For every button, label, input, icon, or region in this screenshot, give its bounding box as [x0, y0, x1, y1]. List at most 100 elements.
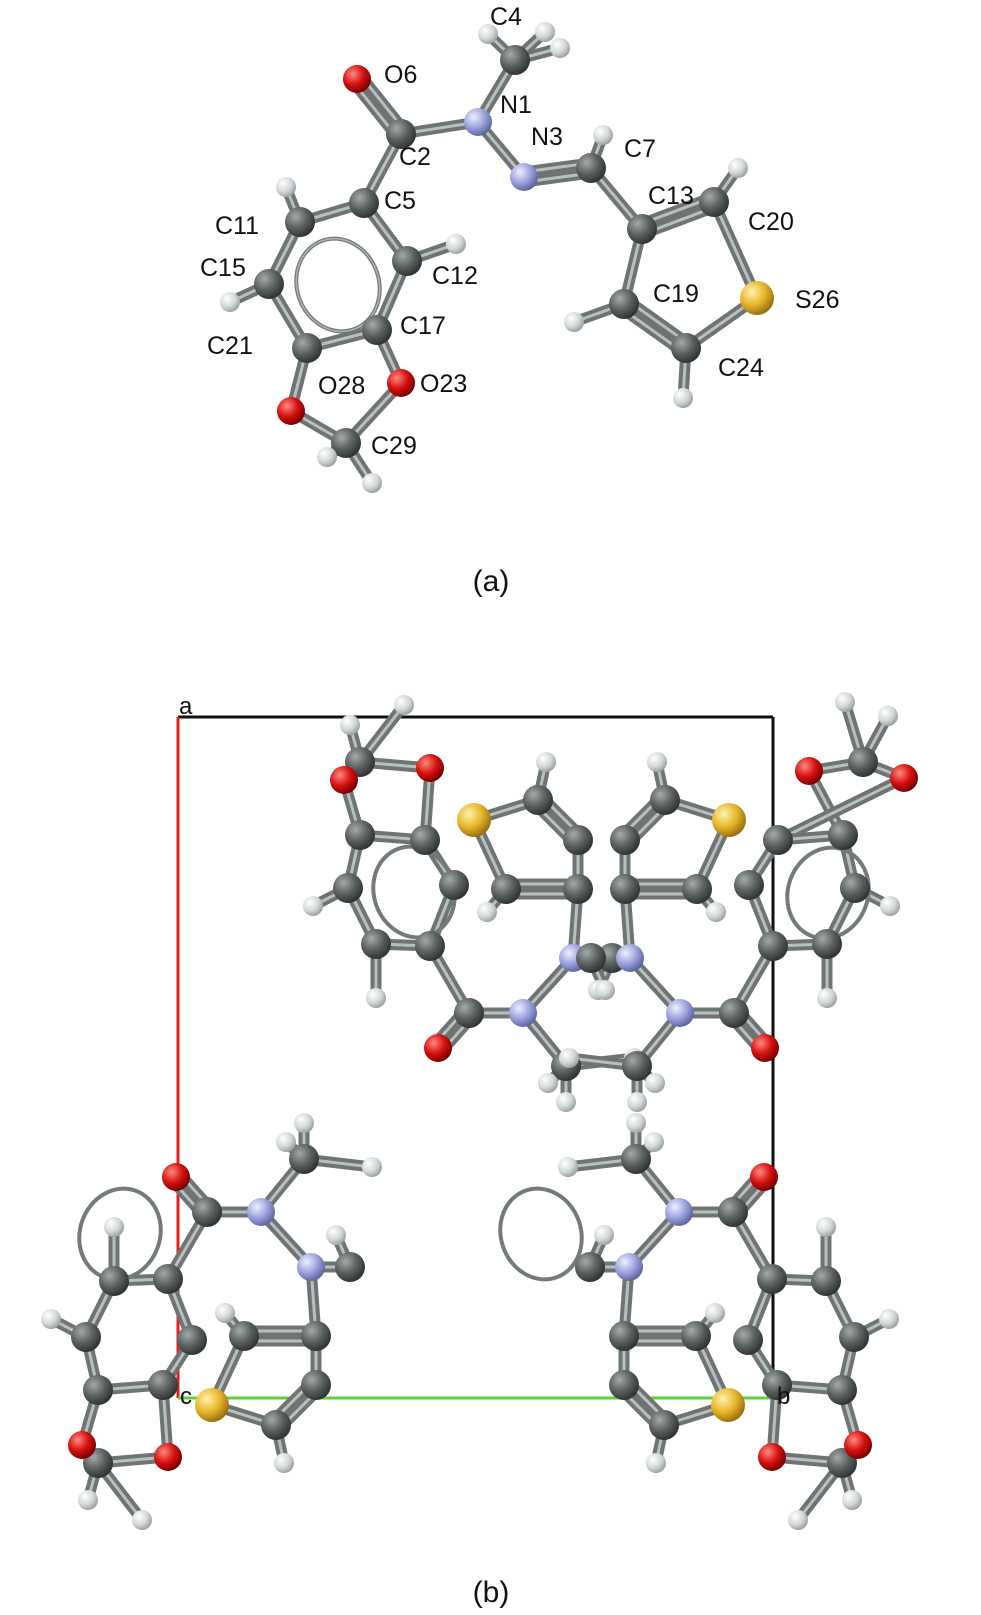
b-mol3-atom-c7 [153, 1264, 183, 1294]
atom-label-c24: C24 [718, 354, 764, 382]
b-mol3-atom-s1 [195, 1388, 229, 1422]
atom-label-c4: C4 [490, 3, 522, 31]
atom-label-o28: O28 [318, 372, 365, 400]
b-mol1-atom-c10 [491, 874, 521, 904]
b-mol2-atom-c2 [828, 820, 858, 850]
b-mol2-atom-c10 [682, 874, 712, 904]
b-mol4-atom-h6 [816, 1217, 836, 1237]
b-mol2-bond-O2-C3 [776, 776, 906, 842]
b-mol2-atom-c5 [734, 870, 764, 900]
a-atom-h29a [317, 447, 337, 467]
b-mol4-atom-h1a [842, 1490, 862, 1510]
b-mol2-atom-h14c [559, 1048, 579, 1068]
b-mol4-atom-c6 [811, 1266, 841, 1296]
b-mol4-atom-s1 [711, 1388, 745, 1422]
b-mol1-atom-c5 [439, 870, 469, 900]
a-atom-h20 [728, 158, 748, 178]
b-mol2-atom-h14a [645, 1073, 665, 1093]
b-mol4-atom-c4 [839, 1322, 869, 1352]
b-mol4-atom-c10 [681, 1321, 711, 1351]
b-mol2-atom-s1 [712, 803, 746, 837]
b-mol1-atom-h6 [366, 988, 386, 1008]
b-mol4-atom-n2 [615, 1253, 643, 1281]
bonds-panel-a [224, 26, 763, 489]
atom-label-c17: C17 [400, 312, 446, 340]
b-mol2-atom-c11 [610, 825, 640, 855]
b-mol4-atom-c5 [733, 1325, 763, 1355]
b-mol1-atom-h10 [477, 902, 497, 922]
a-atom-c5 [349, 188, 379, 218]
panel-a-molecule: C4 O6 N1 N3 C2 C7 C5 C13 C20 C11 C12 C15… [200, 3, 839, 598]
axis-label-b: b [777, 1383, 790, 1410]
b-mol1-atom-h1b [394, 695, 414, 715]
b-mol4-atom-o1 [844, 1431, 872, 1459]
b-mol4-atom-h1b [788, 1510, 808, 1530]
a-atom-c21 [292, 333, 322, 363]
b-mol3-atom-h14b [294, 1113, 314, 1133]
b-mol3-atom-c10 [229, 1321, 259, 1351]
b-mol4-atom-h10 [705, 1303, 725, 1323]
a-atom-c13 [627, 214, 657, 244]
a-atom-h24 [673, 388, 693, 408]
b-mol4-atom-c9 [649, 1410, 679, 1440]
b-mol3-atom-c3 [148, 1370, 178, 1400]
b-mol2-atom-c1 [848, 747, 878, 777]
b-mol3-atom-o2 [154, 1443, 182, 1471]
axis-label-c: c [180, 1383, 192, 1410]
b-mol2-atom-h1b [878, 706, 898, 726]
atom-label-n1: N1 [500, 91, 532, 119]
b-mol2-atom-o8 [751, 1034, 779, 1062]
a-atom-o28 [277, 397, 305, 425]
atom-label-s26: S26 [795, 286, 839, 314]
a-atom-h19 [564, 312, 584, 332]
b-mol2-atom-c7 [758, 931, 788, 961]
b-mol1-atom-n1 [509, 999, 537, 1027]
b-mol3-atom-h14a [276, 1132, 296, 1152]
b-mol2-atom-h6 [817, 988, 837, 1008]
b-mol4-atom-c13 [575, 1252, 605, 1282]
b-mol1-atom-h4 [303, 896, 323, 916]
a-atom-h11 [276, 177, 296, 197]
b-mol2-atom-c14 [622, 1051, 652, 1081]
b-mol4-atom-c3 [762, 1370, 792, 1400]
a-atom-c4 [500, 45, 530, 75]
b-mol4-atom-h14b [626, 1113, 646, 1133]
b-mol4-atom-o2 [758, 1443, 786, 1471]
atom-label-c13: C13 [648, 182, 694, 210]
b-mol4-atom-h14a [644, 1132, 664, 1152]
b-mol1-atom-o8 [424, 1034, 452, 1062]
a-atom-h4b [535, 22, 555, 42]
benzene-aromatic-ring [294, 236, 382, 334]
b-mol1-atom-c6 [361, 929, 391, 959]
atom-label-c19: C19 [653, 280, 699, 308]
b-mol1-atom-h9 [536, 752, 556, 772]
atom-label-c29: C29 [371, 432, 417, 460]
panel-b-unit-cell-packing: a b c (b) [41, 692, 918, 1609]
a-atom-c19 [609, 289, 639, 319]
b-mol3-atom-c2 [83, 1375, 113, 1405]
a-atom-o23 [387, 369, 415, 397]
a-atom-c15 [254, 269, 284, 299]
b-mol4-atom-h4 [879, 1309, 899, 1329]
b-mol3-atom-n2 [297, 1253, 325, 1281]
b-mol2-atom-n2 [616, 944, 644, 972]
atom-label-c11: C11 [215, 212, 259, 240]
a-atom-n3 [510, 163, 538, 191]
a-atom-h7 [593, 125, 613, 145]
atom-label-c15: C15 [200, 254, 246, 282]
b-mol1-atom-c2 [345, 820, 375, 850]
b-mol3-atom-c14 [289, 1144, 319, 1174]
atom-label-o6: O6 [384, 61, 417, 89]
b-mol2-atom-c3 [763, 825, 793, 855]
b-mol3-atom-c8 [192, 1197, 222, 1227]
b-mol1-atom-s1 [457, 803, 491, 837]
b-mol1-atom-h14a [538, 1073, 558, 1093]
b-mol4-atom-h14c [558, 1157, 578, 1177]
a-atom-c12 [392, 246, 422, 276]
b-mol2-atom-c4 [840, 873, 870, 903]
atom-label-o23: O23 [420, 370, 467, 398]
b-mol4-atom-c2 [827, 1375, 857, 1405]
b-mol3-atom-c9 [261, 1410, 291, 1440]
a-atom-o6 [343, 65, 371, 93]
